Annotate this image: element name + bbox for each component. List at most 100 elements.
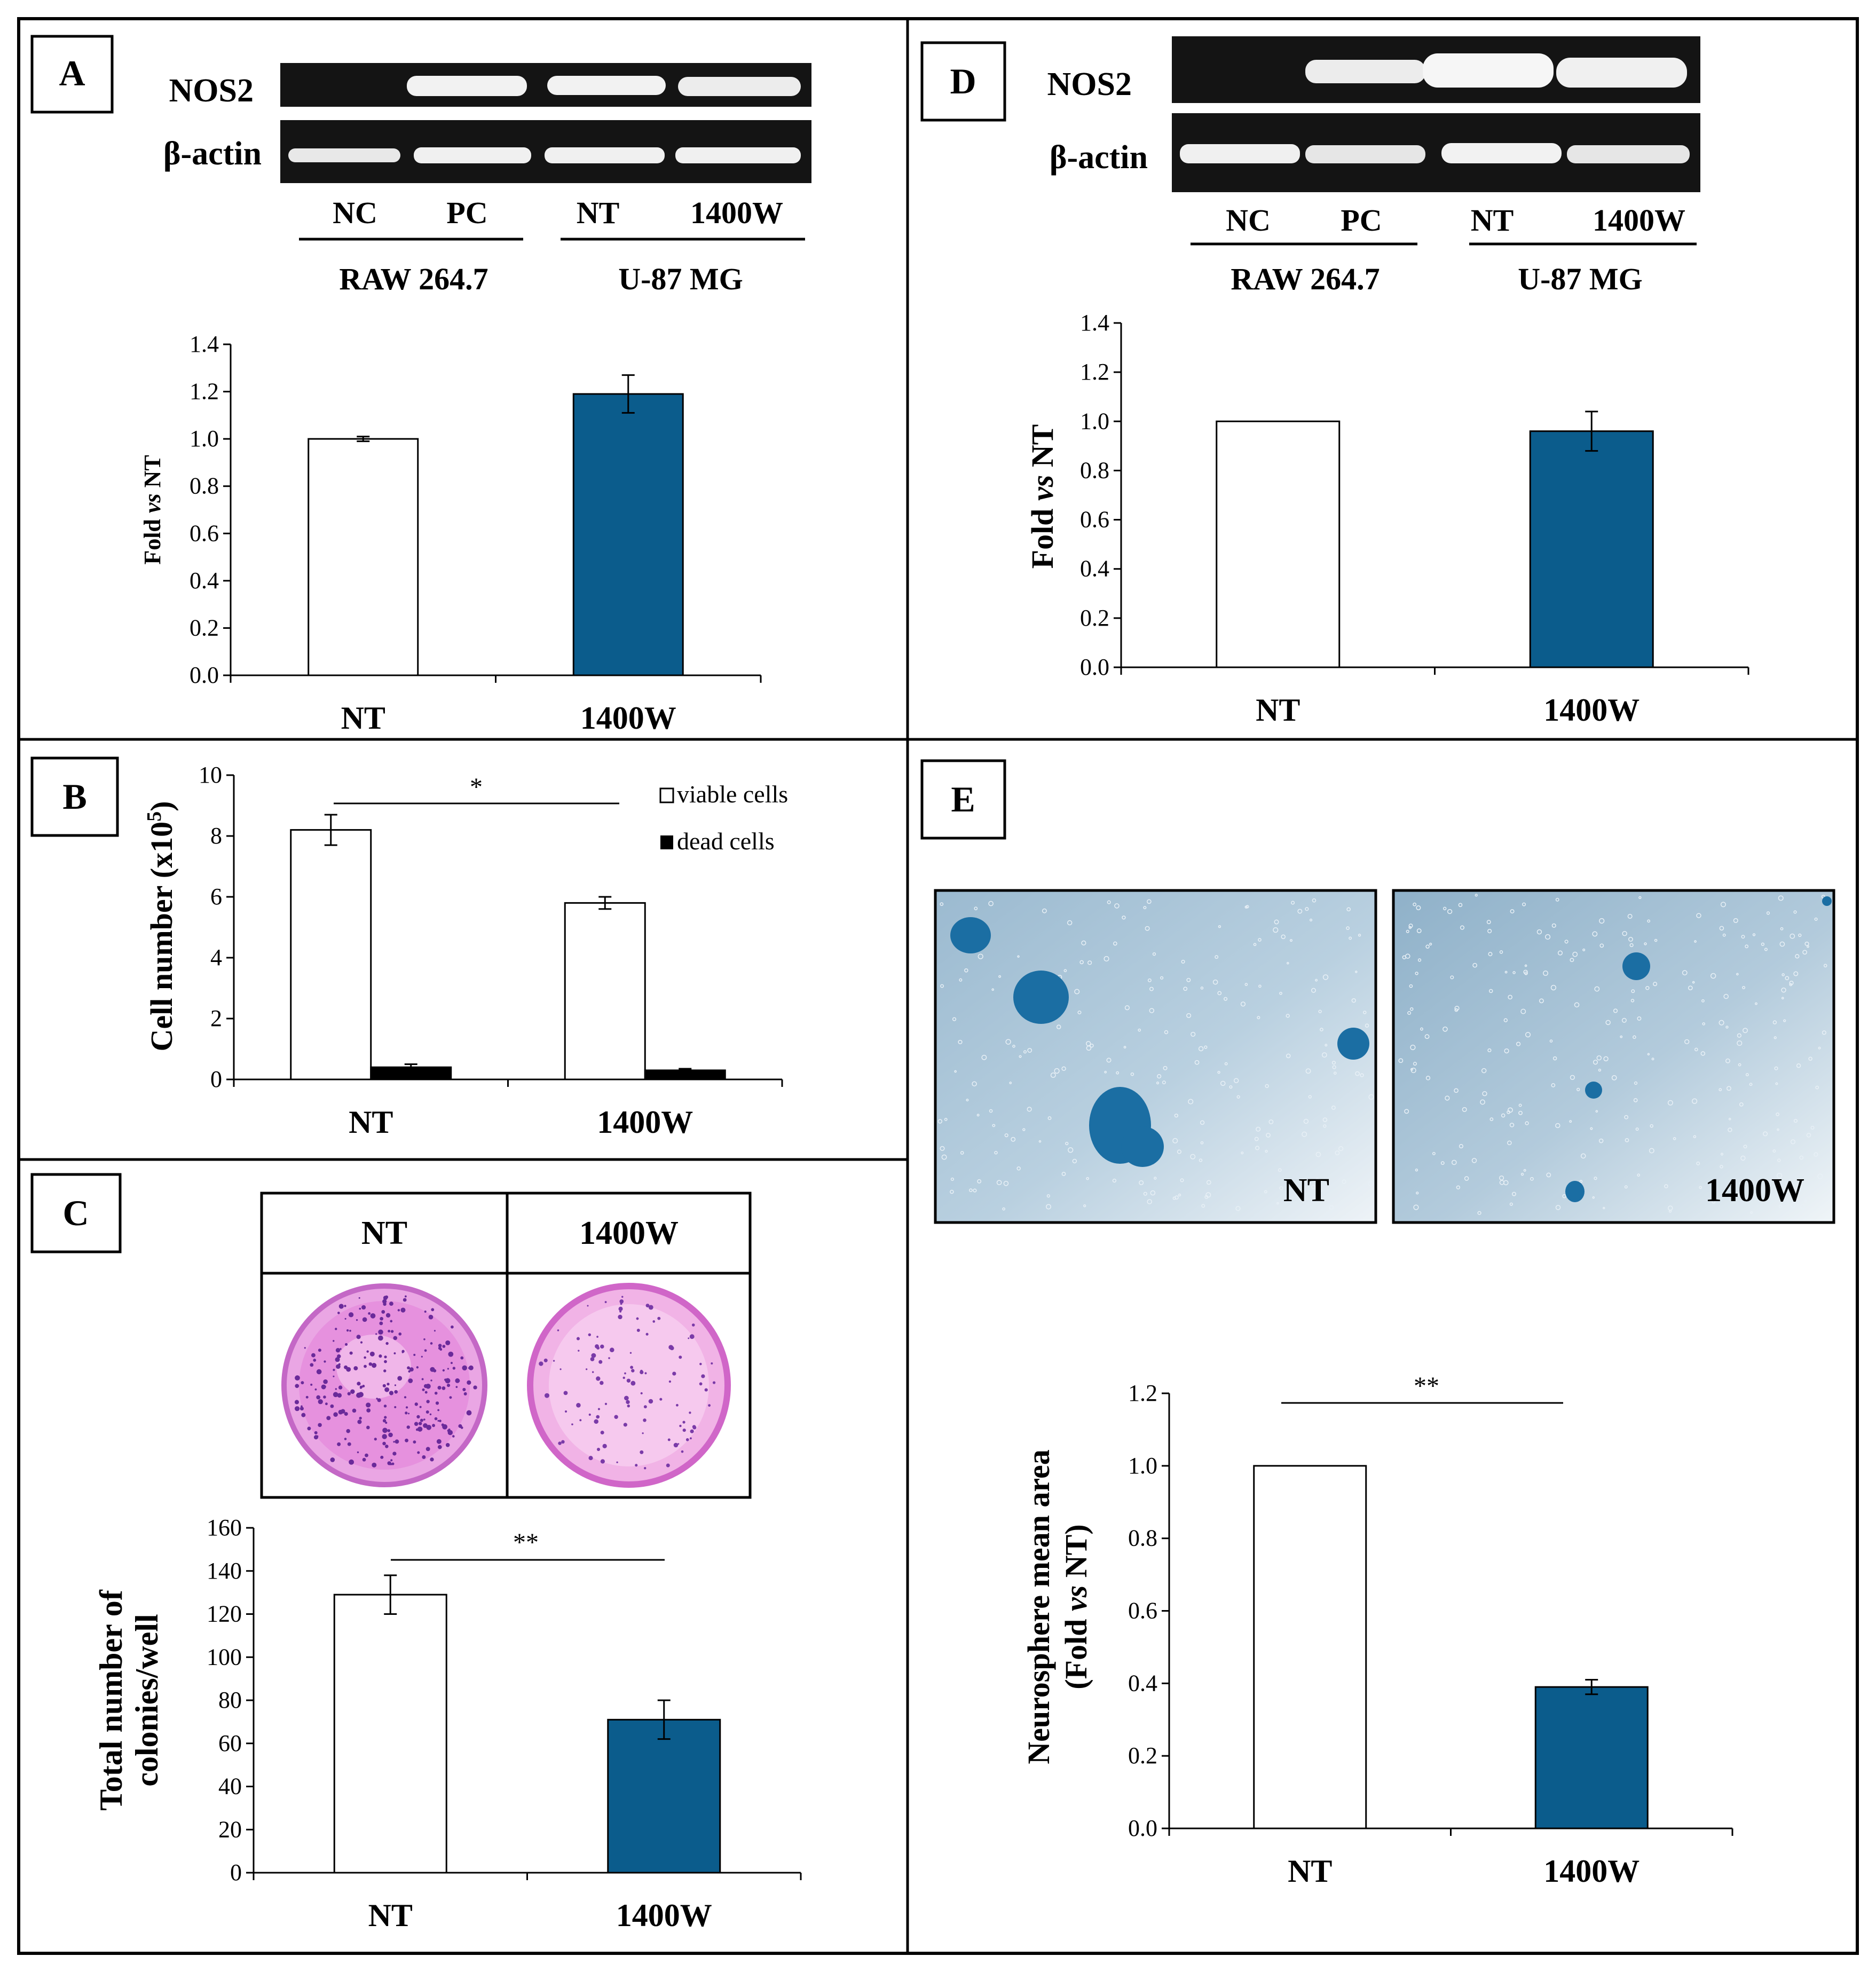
- cell-speck: [1603, 1056, 1609, 1062]
- y-axis-label-c-line2: colonies/well: [129, 1614, 164, 1786]
- cell-speck: [1772, 1149, 1776, 1153]
- colony-dot: [422, 1455, 426, 1459]
- colony-dot: [561, 1440, 565, 1444]
- band-a-nos2-pc: [407, 76, 527, 96]
- colony-dot: [382, 1384, 386, 1387]
- cell-speck: [1631, 989, 1635, 993]
- colony-dot: [430, 1457, 434, 1462]
- cell-speck: [1523, 1169, 1526, 1172]
- cell-speck: [1450, 975, 1454, 980]
- cell-speck: [1712, 1200, 1716, 1204]
- cell-speck: [1790, 1139, 1796, 1145]
- cell-speck: [1056, 1024, 1061, 1029]
- cell-speck: [1503, 1018, 1508, 1022]
- band-a-actin-pc: [414, 147, 531, 163]
- colony-dot: [679, 1424, 682, 1427]
- neurosphere-1400w-3: [1565, 1181, 1585, 1202]
- colony-dot: [403, 1298, 407, 1302]
- cell-speck: [1300, 1197, 1305, 1202]
- cell-speck: [1265, 1149, 1268, 1153]
- colony-dot: [382, 1441, 386, 1446]
- y-axis-label-e-line1: Neurosphere mean area: [1021, 1449, 1056, 1764]
- colony-dot: [578, 1350, 580, 1352]
- dish-table-c: NT 1400W: [260, 1192, 752, 1499]
- colony-dot: [345, 1343, 348, 1346]
- cell-speck: [1530, 1177, 1534, 1181]
- cell-speck: [1629, 943, 1634, 948]
- colony-dot: [428, 1314, 433, 1320]
- colony-dot: [640, 1370, 644, 1375]
- colony-dot: [387, 1383, 390, 1386]
- colony-dot: [643, 1418, 647, 1422]
- cell-speck: [1637, 1173, 1641, 1177]
- cell-speck: [1818, 1046, 1821, 1050]
- cell-speck: [1254, 1137, 1259, 1141]
- cell-speck: [1795, 954, 1800, 959]
- colony-dot: [370, 1313, 376, 1319]
- cell-speck: [1482, 1091, 1487, 1097]
- cell-speck: [1720, 1153, 1724, 1156]
- cell-speck: [1286, 1053, 1291, 1059]
- cell-speck: [988, 901, 994, 906]
- colony-dish-1400w: [527, 1283, 731, 1488]
- panel-letter-b-box: B: [30, 756, 119, 837]
- cell-speck: [1793, 971, 1799, 976]
- cell-speck: [1106, 1058, 1112, 1063]
- colony-dot: [473, 1385, 477, 1390]
- cell-speck: [1774, 1066, 1778, 1070]
- cell-speck: [1309, 918, 1313, 922]
- y-tick-label-e: 0.6: [1128, 1598, 1157, 1624]
- cell-speck: [1362, 1011, 1367, 1014]
- cell-speck: [1416, 1192, 1419, 1195]
- cell-speck: [1772, 1020, 1777, 1024]
- cell-speck: [1782, 973, 1785, 976]
- colony-dot: [648, 1305, 653, 1310]
- cell-speck: [1745, 944, 1749, 949]
- panel-letter-d: D: [950, 61, 976, 101]
- cell-speck: [1190, 1154, 1196, 1159]
- legend-label-viable: viable cells: [677, 780, 788, 808]
- colony-dot: [378, 1335, 383, 1341]
- colony-dot: [464, 1392, 467, 1394]
- cell-speck: [1622, 930, 1627, 936]
- colony-dot: [691, 1323, 695, 1327]
- colony-dot: [405, 1406, 408, 1409]
- cell-speck: [1570, 1075, 1575, 1080]
- cell-speck: [1806, 1133, 1811, 1138]
- y-tick-label-a: 0.6: [190, 520, 219, 546]
- y-tick-label-b: 10: [199, 762, 222, 788]
- colony-dot: [673, 1442, 679, 1448]
- cell-speck: [964, 968, 968, 973]
- x-category-label-a: 1400W: [580, 700, 676, 736]
- cell-speck: [1808, 1056, 1812, 1061]
- cell-speck: [1577, 1087, 1580, 1092]
- colony-dot: [446, 1383, 451, 1387]
- colony-dot: [602, 1443, 607, 1448]
- colony-dot: [369, 1351, 375, 1356]
- cell-speck: [1796, 1063, 1801, 1068]
- colony-dot: [389, 1433, 393, 1437]
- cell-speck: [1325, 1044, 1328, 1047]
- cell-speck: [1217, 1070, 1220, 1074]
- x-category-label-c: NT: [368, 1898, 413, 1933]
- cell-speck: [1266, 1133, 1271, 1138]
- colony-dot: [318, 1399, 323, 1405]
- significance-marker-e: **: [1414, 1372, 1439, 1400]
- colony-dot: [409, 1367, 414, 1372]
- panel-letter-b: B: [62, 776, 86, 817]
- colony-dot: [323, 1379, 328, 1384]
- colony-dot: [310, 1383, 313, 1386]
- y-tick-label-c: 40: [218, 1773, 242, 1800]
- cell-speck: [1719, 1020, 1724, 1026]
- cell-speck: [1579, 1180, 1583, 1183]
- colony-dot: [305, 1395, 309, 1399]
- colony-dot: [689, 1334, 695, 1339]
- blot-d: NOS2 β-actin NC PC NT 1400W RAW 264.7 U-…: [1047, 36, 1700, 296]
- cell-speck: [1224, 997, 1228, 1001]
- colony-dot: [692, 1425, 696, 1429]
- colony-dot: [406, 1425, 410, 1429]
- cell-speck: [1322, 1117, 1328, 1122]
- cell-speck: [1445, 1095, 1450, 1101]
- cell-speck: [1065, 1141, 1069, 1146]
